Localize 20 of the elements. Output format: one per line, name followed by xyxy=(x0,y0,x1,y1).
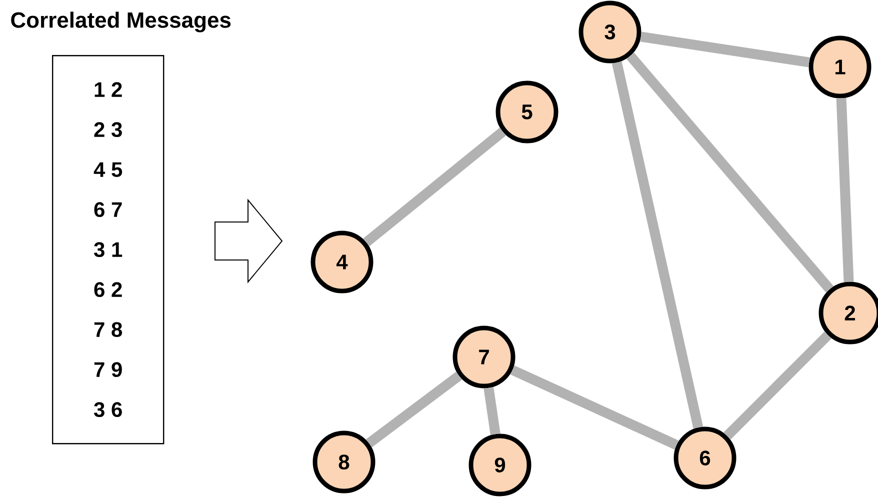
connector-line xyxy=(640,32,810,68)
connector-line xyxy=(626,52,834,292)
graph-node: 9 xyxy=(468,434,532,496)
graph-node: 6 xyxy=(674,426,736,490)
connector-line xyxy=(724,332,832,440)
connector-line xyxy=(363,128,506,246)
graph-node: 8 xyxy=(312,430,376,494)
connector-line xyxy=(484,387,500,435)
graph-node: 2 xyxy=(818,282,878,344)
message-list-box: 1 2 2 3 4 5 6 7 3 1 6 2 7 8 7 9 3 6 xyxy=(52,55,164,444)
connector-line xyxy=(836,98,854,282)
graph-node: 1 xyxy=(808,36,872,98)
graph-node: 3 xyxy=(578,0,642,64)
connector-line xyxy=(366,372,462,448)
connector-line xyxy=(510,365,679,450)
title: Correlated Messages xyxy=(11,12,231,32)
graph-node: 7 xyxy=(452,326,516,388)
connector-line xyxy=(612,61,704,429)
graph-node: 4 xyxy=(310,230,374,294)
graph-node: 5 xyxy=(496,80,558,144)
